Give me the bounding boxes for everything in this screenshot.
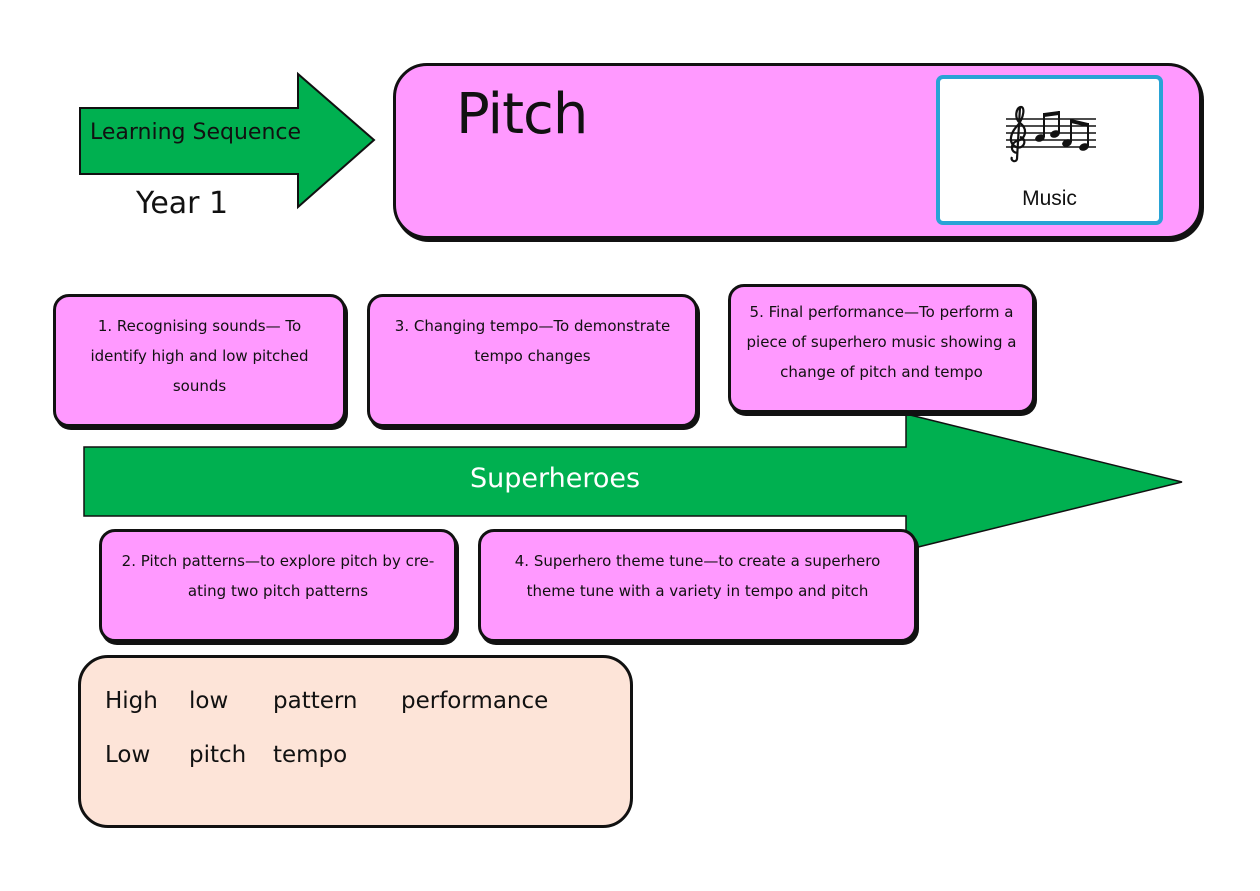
music-label: Music [1022, 187, 1077, 210]
lesson-text: 3. Changing tempo—To demonstrate tempo c… [394, 317, 671, 365]
vocab-word: performance [401, 688, 549, 714]
learning-sequence-label: Learning Sequence [90, 120, 302, 145]
learning-sequence-arrow [79, 71, 376, 210]
lesson-card-5: 5. Final performance—To perform a piece … [728, 284, 1035, 413]
lesson-text: 1. Recognising sounds— To identify high … [90, 317, 309, 395]
vocabulary-box: High low pattern performance Low pitch t… [78, 655, 633, 828]
music-subject-tile: Music [936, 75, 1163, 225]
lesson-text: 5. Final performance—To perform a piece … [746, 303, 1017, 381]
vocab-word: Low [105, 742, 151, 768]
lesson-text: 2. Pitch patterns—to explore pitch by cr… [121, 552, 435, 600]
lesson-card-1: 1. Recognising sounds— To identify high … [53, 294, 346, 427]
vocab-word: High [105, 688, 158, 714]
theme-label: Superheroes [470, 463, 641, 494]
vocab-word: pitch [189, 742, 247, 768]
vocab-word: tempo [273, 742, 348, 768]
lesson-text: 4. Superhero theme tune—to create a supe… [514, 552, 881, 600]
lesson-card-4: 4. Superhero theme tune—to create a supe… [478, 529, 917, 642]
vocab-word: low [189, 688, 229, 714]
year-label: Year 1 [136, 186, 229, 221]
lesson-card-3: 3. Changing tempo—To demonstrate tempo c… [367, 294, 698, 427]
lesson-card-2: 2. Pitch patterns—to explore pitch by cr… [99, 529, 457, 642]
music-notes-icon [1006, 105, 1096, 163]
page-title: Pitch [456, 82, 588, 147]
sequence-arrow [83, 413, 1183, 551]
vocab-word: pattern [273, 688, 358, 714]
